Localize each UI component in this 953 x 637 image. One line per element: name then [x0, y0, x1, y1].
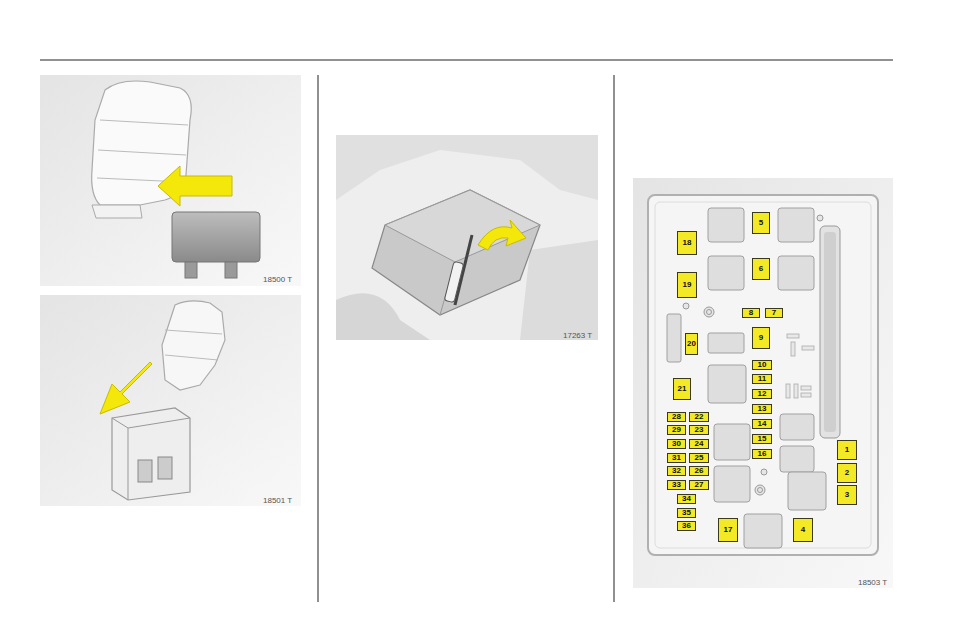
- column-rule: [318, 75, 319, 602]
- figure-code: 18501 T: [263, 497, 292, 505]
- fuse-slot: 24: [689, 439, 709, 449]
- fuse-number: 18: [683, 239, 692, 247]
- fuse-number: 26: [695, 467, 704, 475]
- fuse-slot: 12: [752, 389, 772, 399]
- fuse-number: 17: [724, 526, 733, 534]
- fuse-slot: 5: [752, 212, 770, 234]
- fuse-slot: 29: [667, 425, 686, 435]
- fuse-number: 9: [759, 334, 763, 342]
- figure-code: 17263 T: [563, 332, 592, 340]
- fuse-number: 24: [695, 440, 704, 448]
- column-rule: [614, 75, 615, 602]
- fuse-slot: 22: [689, 412, 709, 422]
- fuse-number: 34: [682, 495, 691, 503]
- fuse-slot: 19: [677, 272, 697, 298]
- fuse-slot: 6: [752, 258, 770, 280]
- fuse-number: 21: [678, 385, 687, 393]
- fuse-slot: 20: [685, 333, 698, 355]
- fuse-number: 25: [695, 454, 704, 462]
- fuse-number: 12: [758, 390, 767, 398]
- fuse-number: 14: [758, 420, 767, 428]
- fuse-number: 1: [845, 446, 849, 454]
- fuse-number: 27: [695, 481, 704, 489]
- fuse-slot: 35: [677, 508, 696, 518]
- fuse-box-layout: [633, 178, 893, 588]
- fuse-number: 31: [672, 454, 681, 462]
- fuse-number: 23: [695, 426, 704, 434]
- fuse-number: 22: [695, 413, 704, 421]
- fuse-slot: 23: [689, 425, 709, 435]
- fuse-puller-figure: [40, 75, 301, 286]
- fuse-number: 8: [749, 309, 753, 317]
- fuse-slot: 7: [765, 308, 783, 318]
- fuse-slot: 26: [689, 466, 709, 476]
- fuse-number: 32: [672, 467, 681, 475]
- figure-code: 18500 T: [263, 276, 292, 284]
- fuse-slot: 33: [667, 480, 686, 490]
- fuse-number: 13: [758, 405, 767, 413]
- fuse-slot: 15: [752, 434, 772, 444]
- fuse-slot: 21: [673, 378, 691, 400]
- fuse-slot: 18: [677, 231, 697, 255]
- fuse-number: 2: [845, 469, 849, 477]
- fuse-slot: 2: [837, 463, 857, 483]
- fuse-number: 28: [672, 413, 681, 421]
- fuse-number: 11: [758, 375, 766, 383]
- fuse-number: 4: [801, 526, 805, 534]
- fuse-slot: 17: [718, 518, 738, 542]
- fuse-slot: 30: [667, 439, 686, 449]
- fuse-slot: 25: [689, 453, 709, 463]
- fuse-slot: 1: [837, 440, 857, 460]
- fuse-number: 15: [758, 435, 767, 443]
- fuse-number: 19: [683, 281, 692, 289]
- fuse-number: 7: [772, 309, 776, 317]
- fuse-number: 16: [758, 450, 767, 458]
- fuse-number: 29: [672, 426, 681, 434]
- figure-code: 18503 T: [858, 579, 887, 587]
- fuse-slot: 31: [667, 453, 686, 463]
- fuse-slot: 27: [689, 480, 709, 490]
- fuse-number: 35: [682, 509, 691, 517]
- fuse-removal-figure: [40, 295, 301, 506]
- fuse-number: 36: [682, 522, 691, 530]
- fuse-number: 10: [758, 361, 767, 369]
- fuse-box-cover-figure: [336, 135, 598, 340]
- header-rule: [40, 60, 893, 61]
- fuse-slot: 8: [742, 308, 760, 318]
- fuse-slot: 4: [793, 518, 813, 542]
- fuse-number: 3: [845, 491, 849, 499]
- fuse-number: 33: [672, 481, 681, 489]
- fuse-slot: 11: [752, 374, 772, 384]
- fuse-number: 20: [687, 340, 696, 348]
- fuse-slot: 14: [752, 419, 772, 429]
- fuse-slot: 9: [752, 327, 770, 349]
- fuse-slot: 34: [677, 494, 696, 504]
- fuse-slot: 28: [667, 412, 686, 422]
- fuse-slot: 36: [677, 521, 696, 531]
- fuse-slot: 13: [752, 404, 772, 414]
- fuse-slot: 10: [752, 360, 772, 370]
- fuse-slot: 32: [667, 466, 686, 476]
- fuse-slot: 3: [837, 485, 857, 505]
- fuse-number: 30: [672, 440, 681, 448]
- fuse-number: 5: [759, 219, 763, 227]
- fuse-number: 6: [759, 265, 763, 273]
- fuse-slot: 16: [752, 449, 772, 459]
